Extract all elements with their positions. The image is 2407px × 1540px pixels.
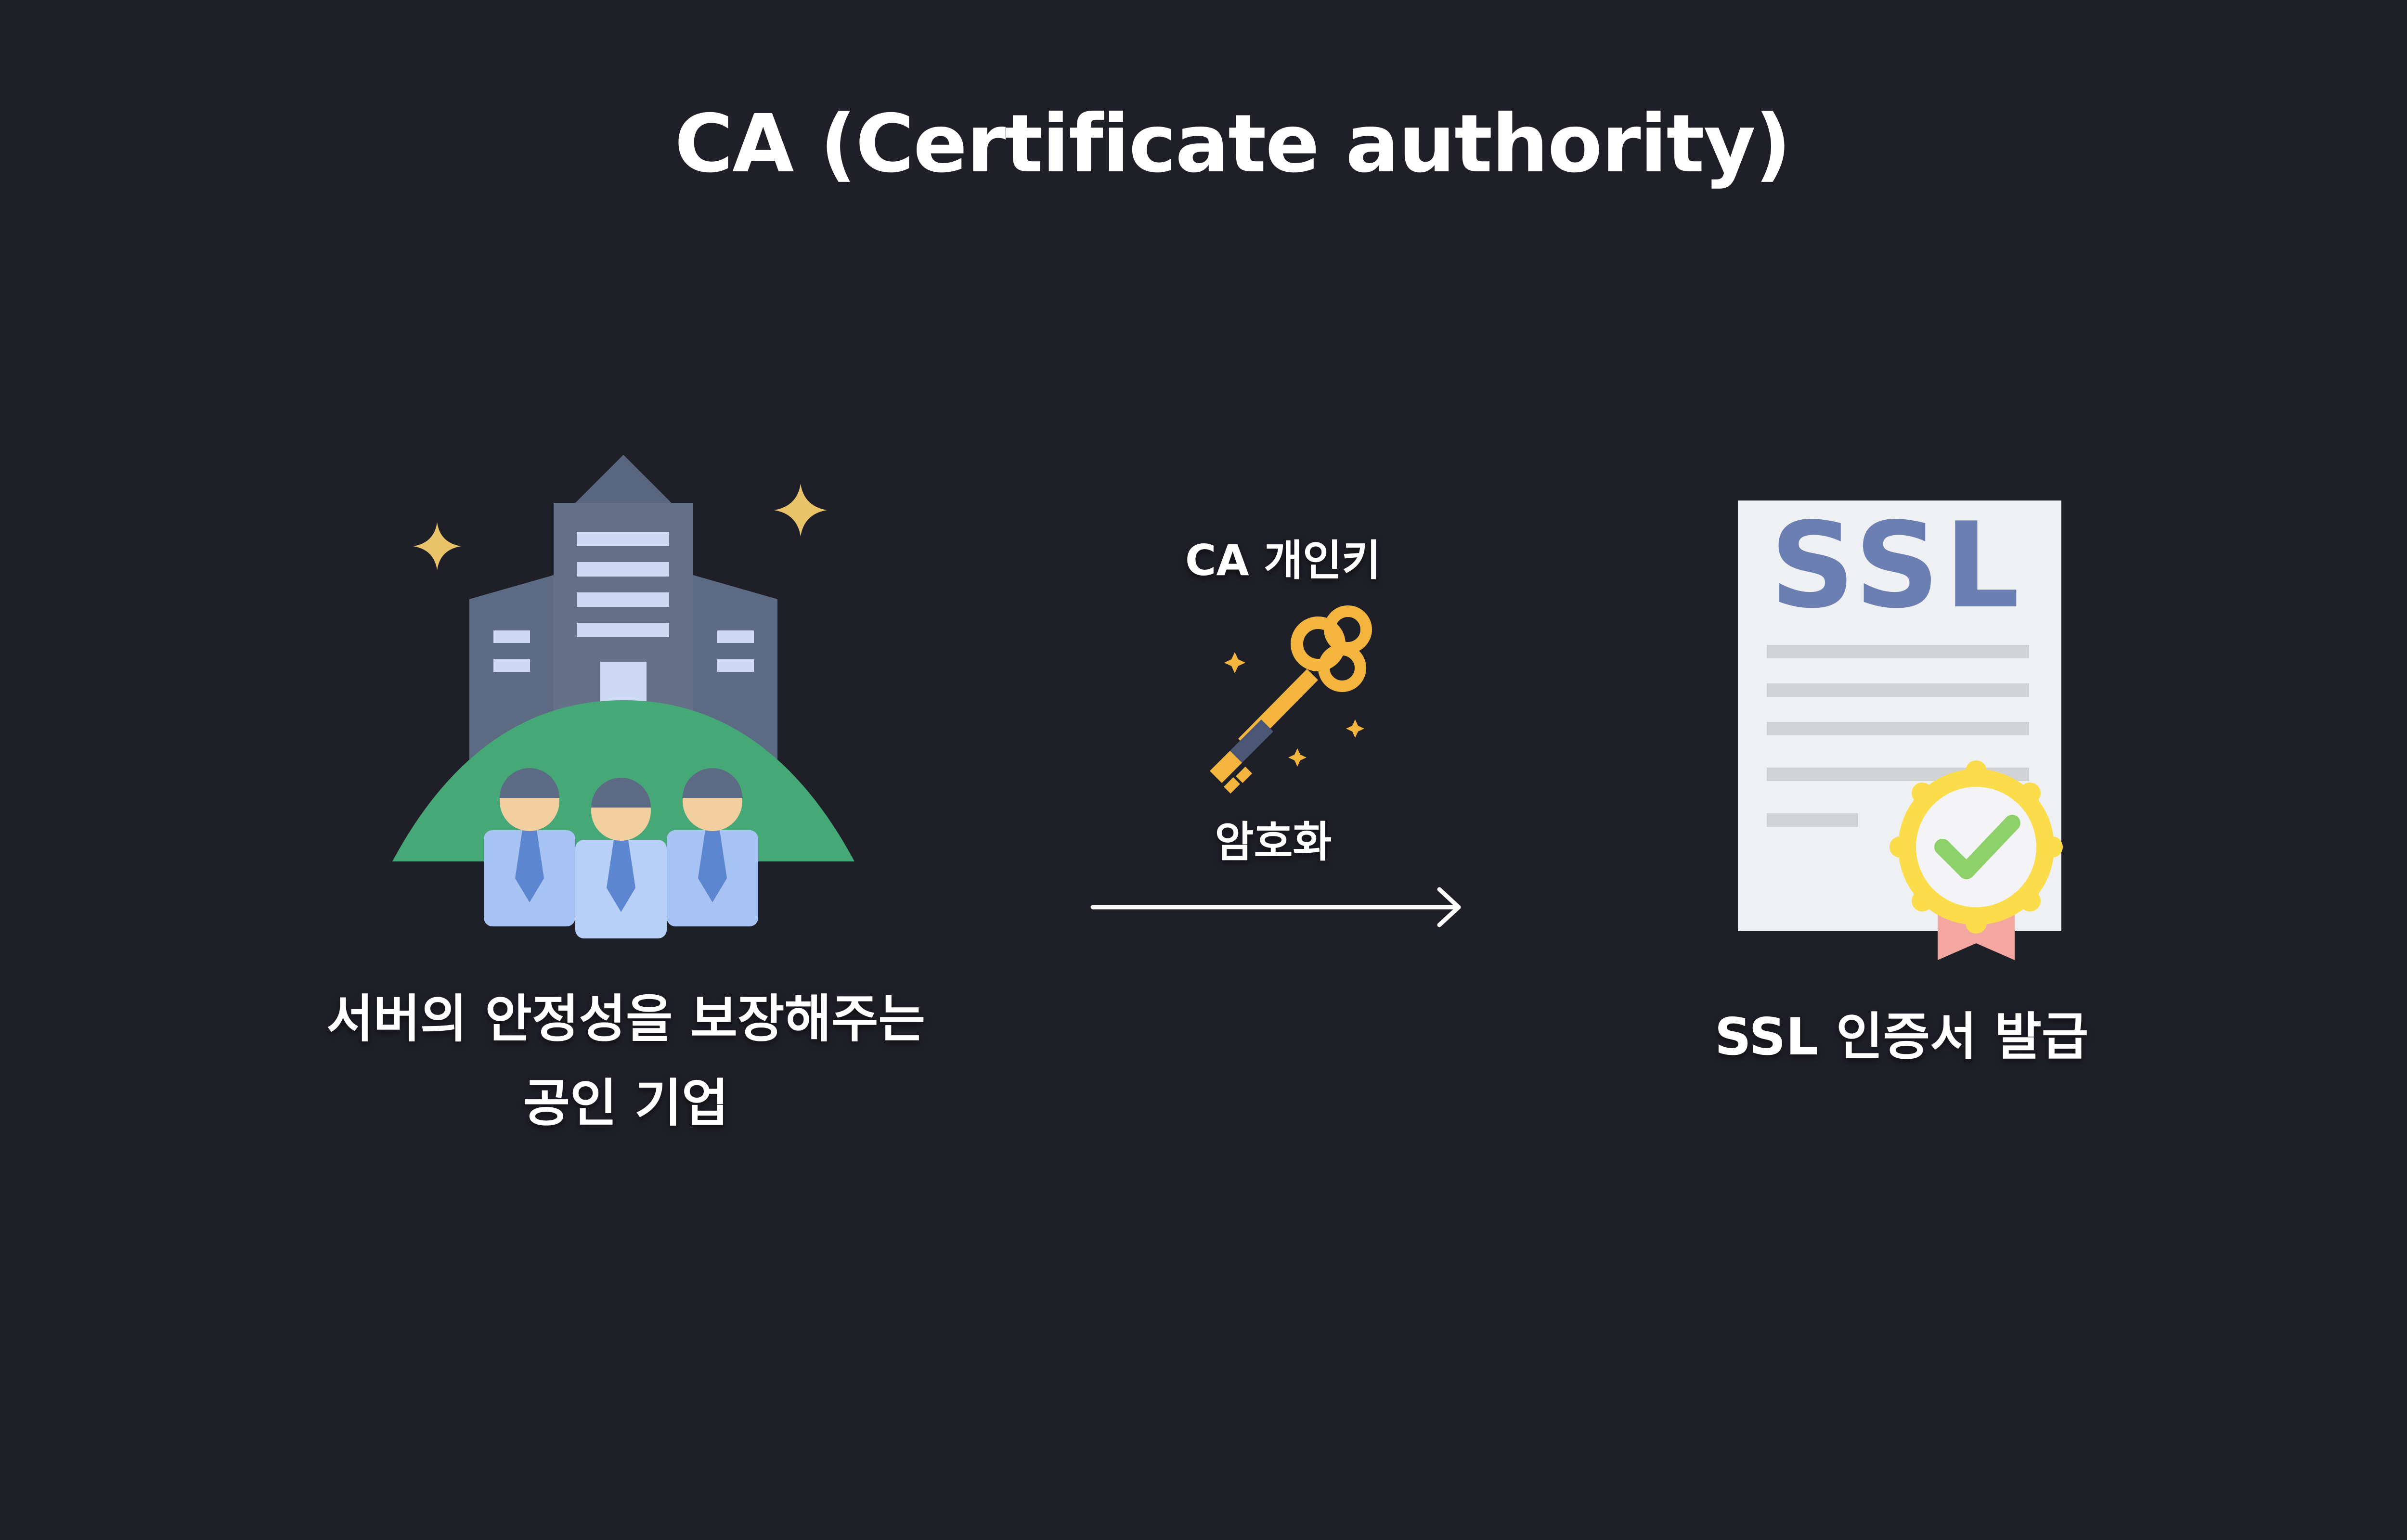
ca-private-key-label: CA 개인키	[1098, 529, 1468, 592]
company-caption-line2: 공인 기업	[241, 1061, 1011, 1145]
company-building-icon	[385, 448, 862, 938]
ssl-logo-text: SSL	[1770, 498, 2024, 634]
verified-badge-icon	[1889, 760, 2063, 934]
sparkle-icon	[774, 484, 827, 537]
arrow-right-icon	[1088, 886, 1473, 934]
ssl-certificate-icon: SSL	[1735, 498, 2072, 970]
ssl-issue-caption: SSL 인증서 발급	[1613, 999, 2190, 1076]
company-caption: 서버의 안정성을 보장해주는 공인 기업	[241, 977, 1011, 1145]
sparkle-icon	[413, 522, 461, 570]
key-icon	[1189, 592, 1391, 794]
encryption-label: 암호화	[1088, 811, 1459, 873]
page-title: CA (Certificate authority)	[0, 87, 2407, 202]
company-caption-line1: 서버의 안정성을 보장해주는	[241, 977, 1011, 1061]
